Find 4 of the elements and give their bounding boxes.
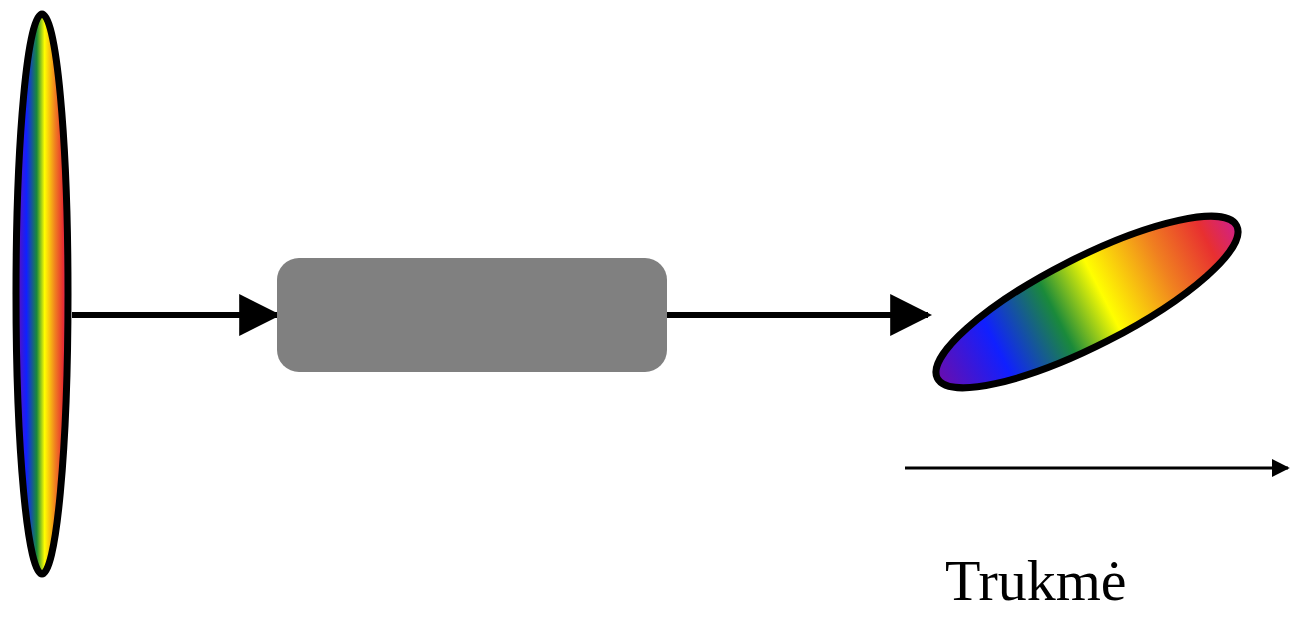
pulse-ellipse bbox=[12, 10, 72, 578]
medium-box bbox=[277, 258, 667, 372]
axis-label: Trukmė bbox=[945, 552, 1127, 610]
arrow bbox=[667, 294, 933, 336]
